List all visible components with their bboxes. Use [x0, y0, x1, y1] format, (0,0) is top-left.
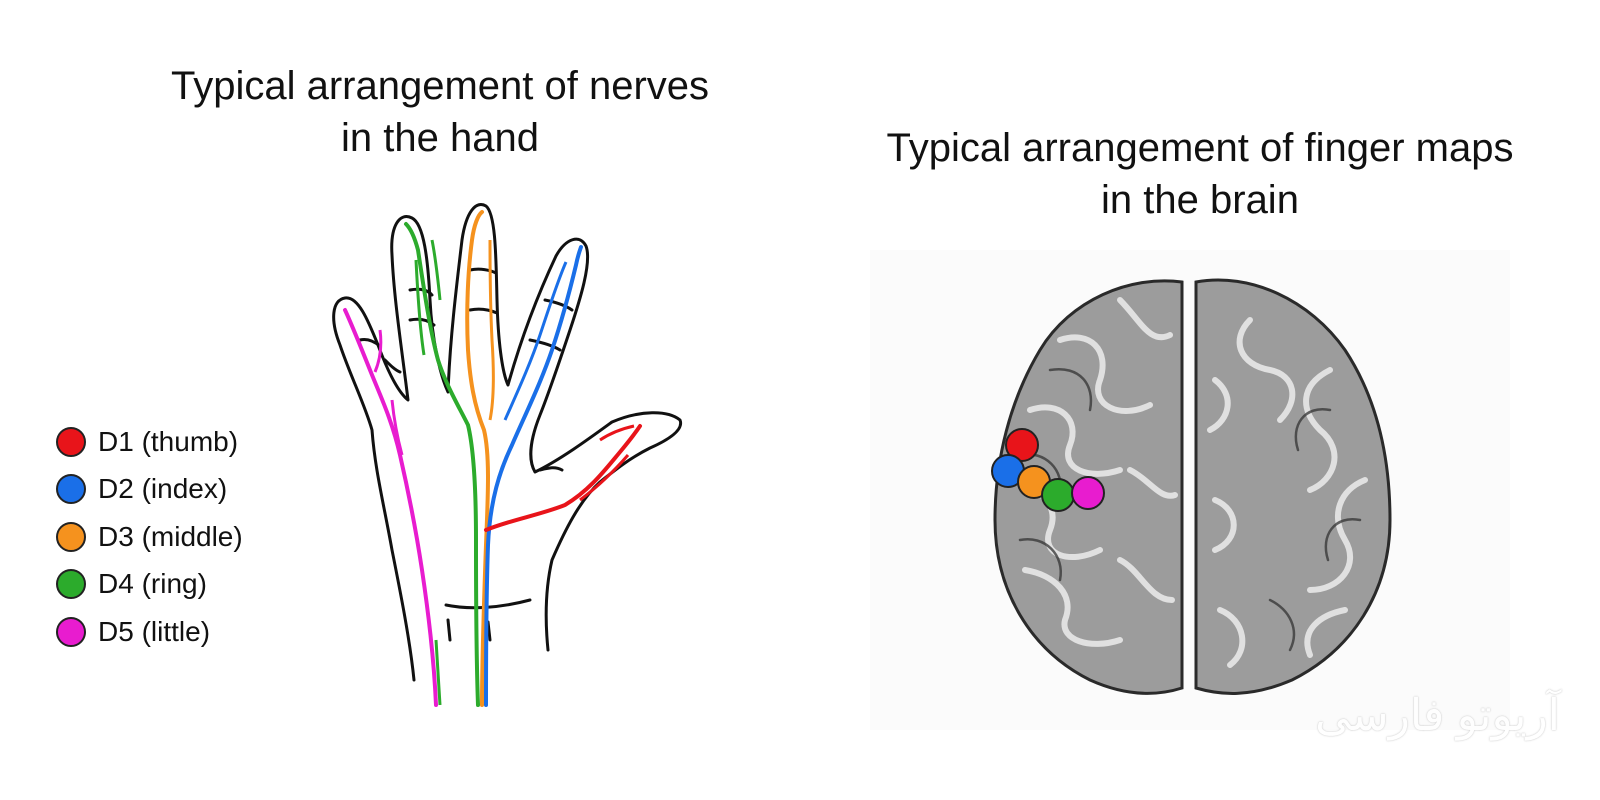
middle-finger-nerve-branch [488, 239, 495, 421]
legend-item-index: D2 (index) [56, 466, 243, 514]
middle-color-dot [56, 521, 86, 552]
legend-label-index: D2 (index) [98, 473, 228, 505]
index-finger-nerve [484, 245, 583, 707]
legend-item-thumb: D1 (thumb) [56, 418, 243, 466]
little-color-dot [56, 616, 86, 647]
legend-label-ring: D4 (ring) [98, 568, 207, 600]
index-finger-nerve-branch [503, 261, 568, 421]
index-color-dot [56, 474, 86, 505]
little-finger-nerve-branch [373, 329, 404, 456]
ring-finger-nerve-branch [414, 239, 442, 706]
little-map-dot [1071, 476, 1105, 510]
legend-item-little: D5 (little) [56, 608, 243, 656]
legend-item-middle: D3 (middle) [56, 513, 243, 561]
legend-label-thumb: D1 (thumb) [98, 425, 239, 457]
watermark-text: آریوتو فارسی [1315, 691, 1560, 740]
little-finger-nerve [343, 308, 438, 707]
brain-diagram-title: Typical arrangement of finger maps in th… [886, 126, 1514, 222]
ring-finger-nerve [404, 222, 480, 707]
brain-finger-map-illustration [870, 250, 1510, 730]
hand-nerve-illustration [332, 203, 683, 707]
right-hemisphere [1194, 278, 1392, 695]
thumb-nerve [484, 424, 642, 532]
thumb-color-dot [56, 426, 86, 457]
finger-legend: D1 (thumb) D2 (index) D3 (middle) D4 (ri… [56, 418, 243, 656]
ring-color-dot [56, 569, 86, 600]
thumb-nerve-branch [579, 424, 635, 502]
legend-item-ring: D4 (ring) [56, 561, 243, 609]
finger-map-dots [991, 428, 1105, 512]
hand-outline [332, 203, 683, 682]
thumb-map-dot [1005, 428, 1039, 462]
brain-image-background [870, 250, 1510, 730]
sulci-pattern [1018, 367, 1362, 652]
hand-diagram-title: Typical arrangement of nerves in the han… [170, 64, 710, 160]
middle-finger-nerve [465, 210, 490, 707]
legend-label-middle: D3 (middle) [98, 520, 243, 552]
legend-label-little: D5 (little) [98, 615, 211, 647]
ring-map-dot [1041, 478, 1075, 512]
